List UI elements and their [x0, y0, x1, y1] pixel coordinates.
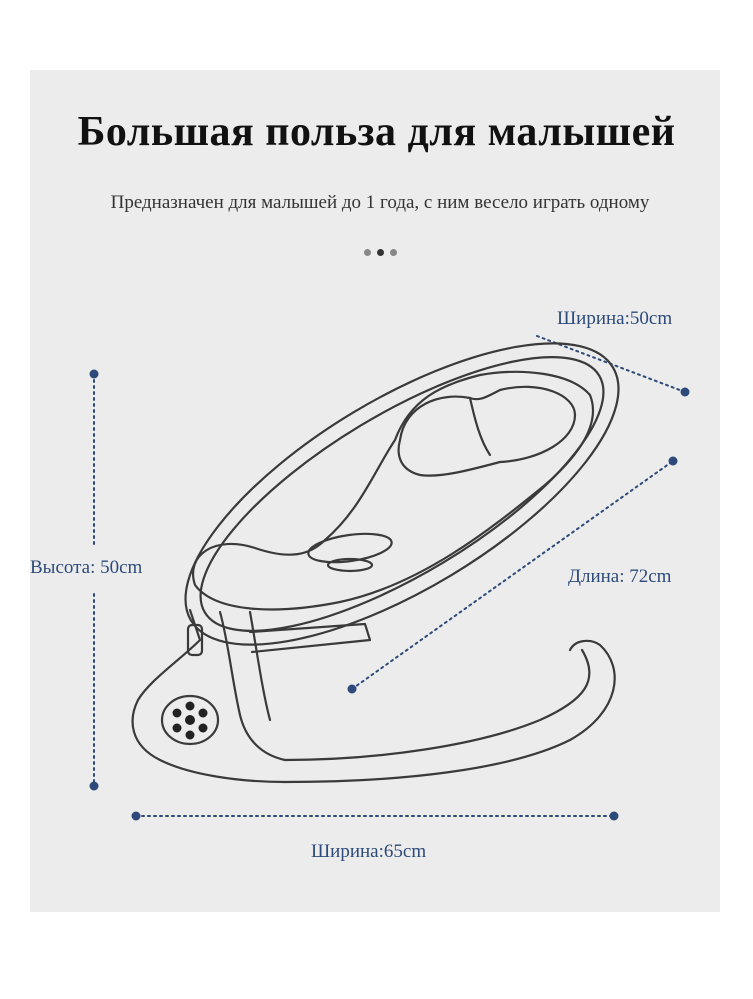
base-housing	[131, 608, 287, 784]
side-support-bar	[248, 622, 372, 654]
base-width-endpoint-right	[609, 811, 619, 821]
carousel-dot-2[interactable]	[377, 249, 384, 256]
seat-fabric	[192, 370, 595, 611]
headrest-pillow	[397, 385, 577, 477]
headrest-seam	[468, 396, 492, 457]
height-label: Высота: 50cm	[30, 557, 143, 578]
product-panel	[30, 70, 720, 912]
rocker-rail-top	[283, 648, 591, 762]
height-endpoint-top	[89, 369, 99, 379]
base-width-endpoint-left	[131, 811, 141, 821]
seat-outer-rim	[184, 342, 620, 646]
frame-arm-right	[248, 610, 272, 722]
height-endpoint-bottom	[89, 781, 99, 791]
carousel-dot-3[interactable]	[390, 249, 397, 256]
harness-buckle	[307, 532, 393, 564]
page-title: Большая польза для малышей	[77, 109, 676, 155]
speaker-panel	[160, 694, 220, 746]
base-width-label: Ширина:65cm	[311, 841, 427, 862]
carousel-dots[interactable]	[364, 241, 403, 256]
length-endpoint-top	[668, 456, 678, 466]
page-subtitle: Предназначен для малышей до 1 года, с ни…	[110, 192, 650, 213]
rocker-rail-bottom	[283, 639, 616, 784]
length-dimension-line	[351, 460, 674, 690]
seat-width-endpoint	[680, 387, 690, 397]
side-knob	[186, 623, 204, 657]
seat-inner-rim	[199, 356, 605, 632]
frame-arm-left	[218, 610, 287, 762]
carousel-dot-1[interactable]	[364, 249, 371, 256]
length-endpoint-bottom	[347, 684, 357, 694]
length-label: Длина: 72cm	[568, 566, 672, 587]
speaker-holes	[172, 701, 208, 740]
seat-width-label: Ширина:50cm	[557, 308, 673, 329]
harness-clip	[326, 557, 374, 573]
